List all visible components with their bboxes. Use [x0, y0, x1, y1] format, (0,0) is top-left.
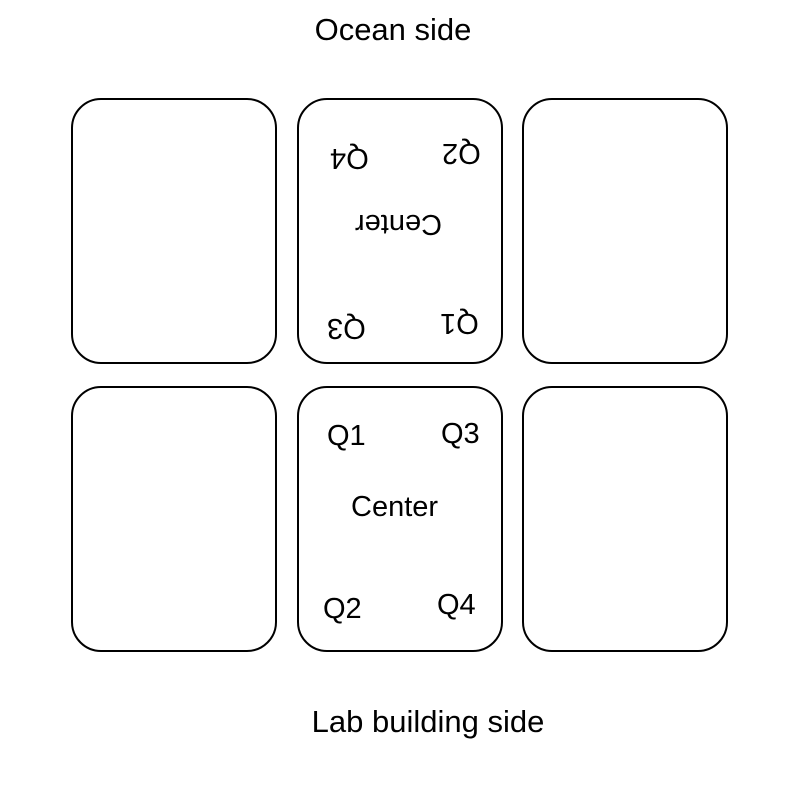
- center-label: Center: [351, 491, 439, 523]
- quadrant-q2-label: Q2: [442, 137, 481, 169]
- ocean-side-label: Ocean side: [314, 12, 472, 47]
- quadrant-q4-label: Q4: [330, 142, 369, 174]
- panel-bottom-right: [522, 386, 728, 652]
- panel-bottom-left: [71, 386, 277, 652]
- quadrant-q4-label: Q4: [437, 589, 476, 621]
- lab-building-side-label: Lab building side: [311, 704, 545, 739]
- quadrant-q2-label: Q2: [323, 593, 362, 625]
- quadrant-q3-label: Q3: [441, 418, 480, 450]
- panel-top-left: [71, 98, 277, 364]
- quadrant-q1-label: Q1: [440, 307, 479, 339]
- panel-top-center: Q4 Q2 Center Q3 Q1: [297, 98, 503, 364]
- panel-top-right: [522, 98, 728, 364]
- quadrant-q1-label: Q1: [327, 420, 366, 452]
- panel-bottom-center: Q1 Q3 Center Q2 Q4: [297, 386, 503, 652]
- center-label: Center: [355, 208, 443, 240]
- quadrant-q3-label: Q3: [327, 312, 366, 344]
